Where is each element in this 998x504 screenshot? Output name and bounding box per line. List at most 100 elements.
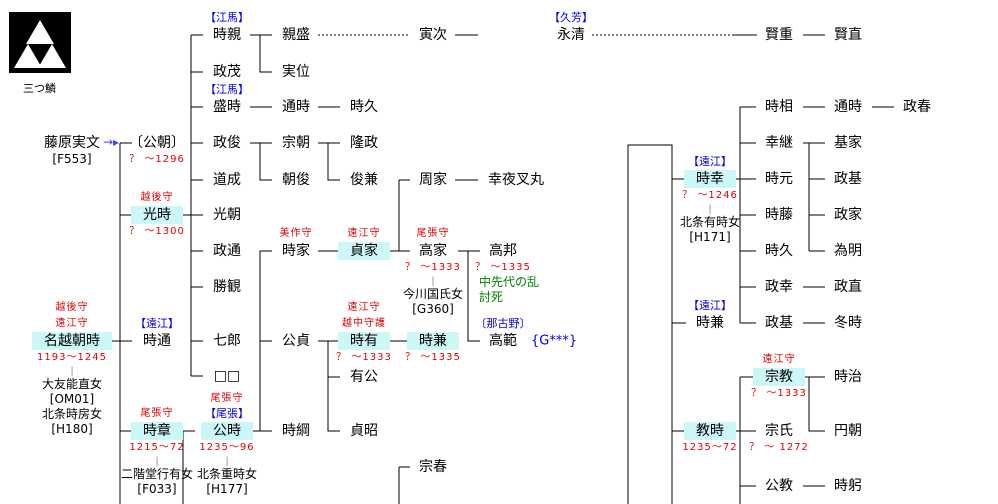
origin-code: [F553] [52,152,92,166]
spouse-connector: | [70,366,74,377]
spouse-info: 北条時房女 [41,407,103,421]
person-sanei[interactable]: 実位 [282,64,310,80]
person-noritoki[interactable]: 教時 [684,422,736,440]
person-tokitsuna[interactable]: 時綱 [282,423,310,439]
person-tomotoki[interactable]: 名越朝時 [32,332,112,350]
person-tokikane1[interactable]: 時兼 [407,332,459,350]
house-label: 【久芳】 [549,11,593,24]
person-michinari[interactable]: 道成 [213,172,241,188]
origin-person[interactable]: 藤原実文 [44,135,100,151]
person-shokan[interactable]: 勝観 [213,279,241,295]
person-tokimichi1[interactable]: 時通 [143,333,171,349]
office-title: 尾張守 [210,393,244,404]
life-dates: ？ 〜 1272 [749,442,809,453]
life-dates: 1235〜96 [199,442,255,453]
genealogy-link[interactable]: {G***} [531,333,578,349]
person-tokimi[interactable]: 時躬 [834,478,862,494]
person-takanori[interactable]: 高範 [489,333,517,349]
person-masamoto2[interactable]: 政基 [834,171,862,187]
office-title: 美作守 [279,228,313,239]
person-tameaki[interactable]: 為明 [834,243,862,259]
person-tokiharu[interactable]: 時治 [834,369,862,385]
office-title: 越後守 [140,192,174,203]
person-masaharu[interactable]: 政春 [903,99,931,115]
person-tokiari[interactable]: 時有 [338,332,390,350]
person-munenori[interactable]: 宗教 [753,368,805,386]
person-kouyasha[interactable]: 幸夜叉丸 [488,172,544,188]
person-takakuni[interactable]: 高邦 [489,243,517,259]
life-dates: ？ 〜1300 [129,226,185,237]
house-label: 【尾張】 [205,407,249,420]
office-title: 遠江守 [55,318,89,329]
spouse-info: [F033] [137,482,177,496]
person-yukitsugu[interactable]: 幸継 [765,135,793,151]
person-tokifuji[interactable]: 時藤 [765,207,793,223]
person-fuyutoki[interactable]: 冬時 [834,315,862,331]
person-katashige[interactable]: 賢重 [765,27,793,43]
house-label: 〔那古野〕 [475,317,531,330]
person-mitsutomo[interactable]: 光朝 [213,207,241,223]
person-tokiyuki[interactable]: 時幸 [684,170,736,188]
person-masaie[interactable]: 政家 [834,207,862,223]
person-tomotoshi[interactable]: 朝俊 [282,172,310,188]
person-tokiie[interactable]: 時家 [282,243,310,259]
person-katanao[interactable]: 賢直 [834,27,862,43]
person-masayuki[interactable]: 政幸 [765,279,793,295]
person-tokimoto[interactable]: 時元 [765,171,793,187]
person-muneharu[interactable]: 宗春 [419,459,447,475]
person-arikimi[interactable]: 有公 [350,369,378,385]
person-shichiro[interactable]: 七郎 [213,333,241,349]
person-chikamori[interactable]: 親盛 [282,27,310,43]
person-masamoto1[interactable]: 政基 [765,315,793,331]
person-tokihisa1[interactable]: 時久 [350,99,378,115]
person-sadaie[interactable]: 貞家 [338,242,390,260]
person-mitsutoki[interactable]: 光時 [131,206,183,224]
person-motoie[interactable]: 基家 [834,135,862,151]
person-entomo[interactable]: 円朝 [834,423,862,439]
person-masamichi[interactable]: 政通 [213,243,241,259]
person-tokichika[interactable]: 時親 [213,27,241,43]
person-unknown[interactable]: □□ [213,368,241,384]
person-munetomo[interactable]: 宗朝 [282,135,310,151]
life-dates: ？ 〜1246 [682,190,738,201]
house-label: 【遠江】 [688,299,732,312]
person-tokiaki[interactable]: 時章 [131,422,183,440]
office-title: 遠江守 [762,354,796,365]
life-dates: ？ 〜1333 [405,262,461,273]
person-takaie[interactable]: 高家 [419,243,447,259]
house-label: 【江馬】 [205,83,249,96]
person-masatoshi[interactable]: 政俊 [213,135,241,151]
person-muneuji[interactable]: 宗氏 [765,423,793,439]
life-dates: ？ 〜1333 [336,352,392,363]
person-tokisuke[interactable]: 時相 [765,99,793,115]
person-toshikane[interactable]: 俊兼 [350,172,378,188]
person-tokihisa2[interactable]: 時久 [765,243,793,259]
spouse-connector: | [155,456,159,467]
spouse-info: 二階堂行有女 [120,467,194,481]
person-moritoki[interactable]: 盛時 [213,99,241,115]
spouse-info: [G360] [412,302,454,316]
person-tokikane2[interactable]: 時兼 [696,315,724,331]
person-masanao[interactable]: 政直 [834,279,862,295]
person-masashige[interactable]: 政茂 [213,64,241,80]
person-nagakiyo[interactable]: 永清 [557,27,585,43]
mitsuuroko-crest-icon [9,12,71,73]
spouse-info: 今川国氏女 [402,287,464,301]
spouse-info: 北条有時女 [679,215,741,229]
office-title: 尾張守 [416,228,450,239]
person-michitoki2[interactable]: 通時 [834,99,862,115]
person-sadaaki[interactable]: 貞昭 [350,423,378,439]
person-kimitoki[interactable]: 公時 [201,422,253,440]
person-kiminori[interactable]: 公教 [765,478,793,494]
person-kinto[interactable]: 〔公朝〕 [129,135,185,151]
person-torayoshi[interactable]: 寅次 [419,27,447,43]
person-takamasa[interactable]: 隆政 [350,135,378,151]
person-chikaie[interactable]: 周家 [419,172,447,188]
person-kinsada[interactable]: 公貞 [282,333,310,349]
life-dates: ？ 〜1296 [129,154,185,165]
person-michitoki1[interactable]: 通時 [282,99,310,115]
life-dates: ？ 〜1333 [751,388,807,399]
crest-label: 三つ鱗 [23,82,56,95]
